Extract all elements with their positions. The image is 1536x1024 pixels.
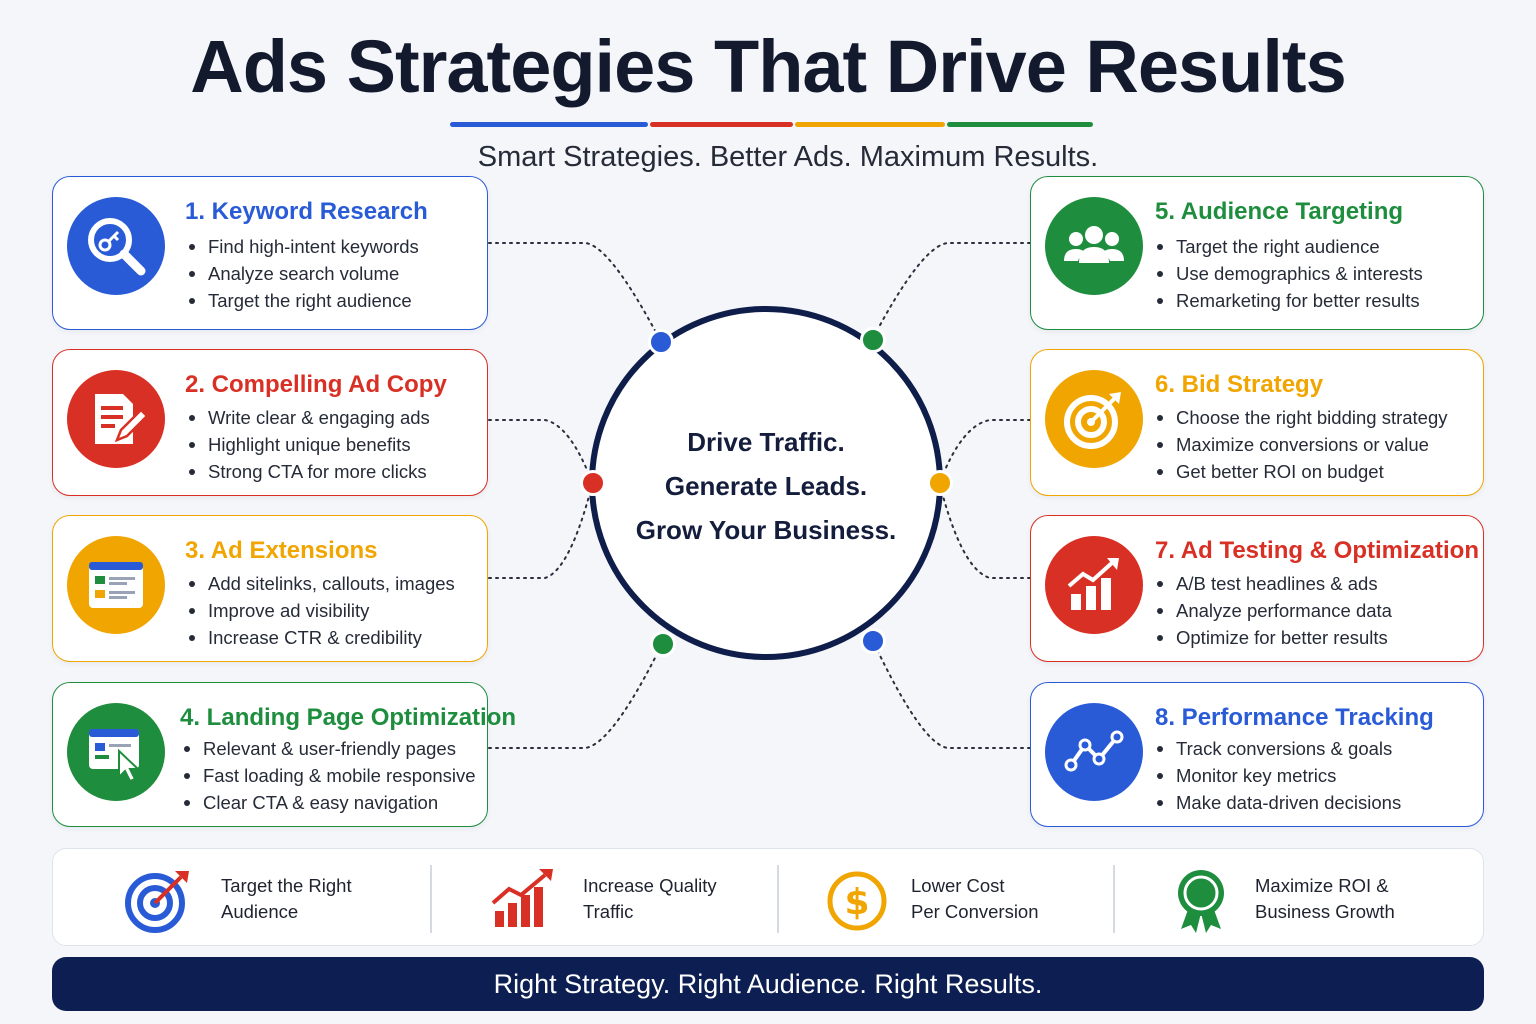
strategy-title: 1. Keyword Research — [185, 198, 428, 225]
strategy-bullet: Choose the right bidding strategy — [1155, 404, 1448, 431]
page-subtitle: Smart Strategies. Better Ads. Maximum Re… — [477, 141, 1099, 173]
line-chart-icon — [1045, 703, 1143, 801]
people-group-icon — [1045, 197, 1143, 295]
strategy-bullet: Write clear & engaging ads — [187, 404, 430, 431]
strategy-bullet: Analyze search volume — [187, 260, 419, 287]
footer-banner: Right Strategy. Right Audience. Right Re… — [52, 957, 1484, 1011]
benefit-line-1: Maximize ROI & — [1255, 875, 1389, 896]
strategy-bullet: Make data-driven decisions — [1155, 789, 1401, 816]
strategy-bullets: Relevant & user-friendly pages Fast load… — [182, 735, 476, 816]
ring-dot-green-bottom — [650, 631, 676, 657]
center-message: Drive Traffic. Generate Leads. Grow Your… — [589, 420, 943, 552]
page-title: Ads Strategies That Drive Results — [190, 25, 1346, 108]
strategy-bullet: Maximize conversions or value — [1155, 431, 1448, 458]
magnifier-key-icon — [67, 197, 165, 295]
dollar-coin-icon: $ — [825, 867, 895, 933]
strategy-bullets: A/B test headlines & ads Analyze perform… — [1155, 570, 1392, 651]
svg-text:$: $ — [844, 882, 869, 923]
strategy-card-compelling-ad-copy: 2. Compelling Ad Copy Write clear & enga… — [52, 349, 488, 496]
strategy-bullet: Target the right audience — [1155, 233, 1423, 260]
center-line-3: Grow Your Business. — [635, 515, 897, 545]
browser-cursor-icon — [67, 703, 165, 801]
strategy-card-bid-strategy: 6. Bid Strategy Choose the right bidding… — [1030, 349, 1484, 496]
ring-dot-green-top — [860, 327, 886, 353]
benefit-lower-cost: $ Lower Cost Per Conversion — [825, 849, 1125, 947]
benefit-line-2: Audience — [221, 901, 299, 922]
strategy-card-performance-tracking: 8. Performance Tracking Track conversion… — [1030, 682, 1484, 827]
title-underline-red — [650, 122, 793, 127]
ring-dot-blue-bottom — [860, 628, 886, 654]
strategy-bullet: Find high-intent keywords — [187, 233, 419, 260]
strategy-title: 6. Bid Strategy — [1155, 371, 1324, 398]
benefit-separator — [777, 865, 779, 933]
strategy-card-audience-targeting: 5. Audience Targeting Target the right a… — [1030, 176, 1484, 330]
strategy-bullets: Find high-intent keywords Analyze search… — [187, 233, 419, 314]
award-badge-icon — [1169, 867, 1239, 933]
document-pencil-icon — [67, 370, 165, 468]
center-line-2: Generate Leads. — [664, 471, 868, 501]
benefit-maximize-roi: Maximize ROI & Business Growth — [1169, 849, 1469, 947]
benefit-text: Target the Right Audience — [221, 873, 352, 925]
benefit-line-2: Business Growth — [1255, 901, 1395, 922]
benefit-text: Maximize ROI & Business Growth — [1255, 873, 1395, 925]
strategy-bullet: Relevant & user-friendly pages — [182, 735, 476, 762]
strategy-bullet: Get better ROI on budget — [1155, 458, 1448, 485]
benefit-line-2: Traffic — [583, 901, 634, 922]
browser-window-icon — [67, 536, 165, 634]
strategy-bullet: Fast loading & mobile responsive — [182, 762, 476, 789]
bar-chart-trend-icon — [1045, 536, 1143, 634]
strategy-bullet: Increase CTR & credibility — [187, 624, 455, 651]
strategy-bullet: Optimize for better results — [1155, 624, 1392, 651]
benefit-quality-traffic: Increase Quality Traffic — [489, 849, 789, 947]
strategy-card-keyword-research: 1. Keyword Research Find high-intent key… — [52, 176, 488, 330]
benefit-line-1: Increase Quality — [583, 875, 717, 896]
benefit-separator — [430, 865, 432, 933]
benefit-text: Increase Quality Traffic — [583, 873, 717, 925]
strategy-card-landing-page-optimization: 4. Landing Page Optimization Relevant & … — [52, 682, 516, 827]
target-arrow-icon — [1045, 370, 1143, 468]
title-underline-blue — [450, 122, 648, 127]
strategy-bullet: Analyze performance data — [1155, 597, 1392, 624]
title-underline-green — [947, 122, 1093, 127]
strategy-bullets: Track conversions & goals Monitor key me… — [1155, 735, 1401, 816]
benefit-text: Lower Cost Per Conversion — [911, 873, 1039, 925]
benefit-line-2: Per Conversion — [911, 901, 1039, 922]
strategy-title: 7. Ad Testing & Optimization — [1155, 537, 1479, 564]
strategy-bullets: Choose the right bidding strategy Maximi… — [1155, 404, 1448, 485]
title-underline-yellow — [795, 122, 945, 127]
strategy-bullet: Use demographics & interests — [1155, 260, 1423, 287]
strategy-bullet: Clear CTA & easy navigation — [182, 789, 476, 816]
ring-dot-blue-top — [648, 329, 674, 355]
target-icon — [123, 867, 193, 933]
strategy-bullet: Highlight unique benefits — [187, 431, 430, 458]
strategy-bullets: Add sitelinks, callouts, images Improve … — [187, 570, 455, 651]
ring-dot-yellow — [927, 470, 953, 496]
strategy-title: 2. Compelling Ad Copy — [185, 371, 447, 398]
strategy-card-ad-extensions: 3. Ad Extensions Add sitelinks, callouts… — [52, 515, 488, 662]
strategy-bullets: Target the right audience Use demographi… — [1155, 233, 1423, 314]
strategy-bullet: Strong CTA for more clicks — [187, 458, 430, 485]
benefits-bar: Target the Right Audience Increase Quali… — [52, 848, 1484, 946]
growth-chart-icon — [489, 867, 559, 933]
benefit-target-audience: Target the Right Audience — [123, 849, 423, 947]
strategy-bullet: A/B test headlines & ads — [1155, 570, 1392, 597]
strategy-card-ad-testing-optimization: 7. Ad Testing & Optimization A/B test he… — [1030, 515, 1484, 662]
strategy-bullet: Add sitelinks, callouts, images — [187, 570, 455, 597]
strategy-title: 3. Ad Extensions — [185, 537, 378, 564]
strategy-bullet: Target the right audience — [187, 287, 419, 314]
strategy-bullets: Write clear & engaging ads Highlight uni… — [187, 404, 430, 485]
strategy-title: 5. Audience Targeting — [1155, 198, 1404, 225]
strategy-bullet: Remarketing for better results — [1155, 287, 1423, 314]
benefit-separator — [1113, 865, 1115, 933]
benefit-line-1: Target the Right — [221, 875, 352, 896]
benefit-line-1: Lower Cost — [911, 875, 1005, 896]
center-line-1: Drive Traffic. — [687, 427, 845, 457]
strategy-bullet: Improve ad visibility — [187, 597, 455, 624]
strategy-bullet: Track conversions & goals — [1155, 735, 1401, 762]
strategy-bullet: Monitor key metrics — [1155, 762, 1401, 789]
strategy-title: 8. Performance Tracking — [1155, 704, 1434, 731]
ring-dot-red — [580, 470, 606, 496]
strategy-title: 4. Landing Page Optimization — [180, 704, 517, 731]
